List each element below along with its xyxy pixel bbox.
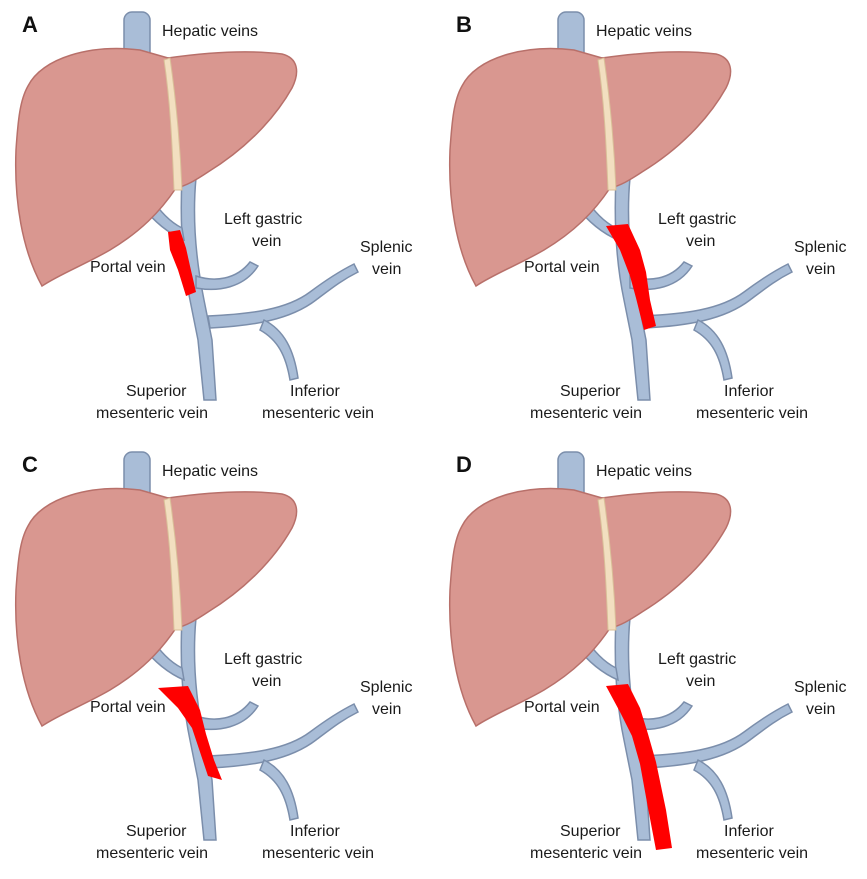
anatomy-diagram [434, 440, 867, 879]
liver-left-lobe [168, 52, 297, 188]
label-hepatic-veins: Hepatic veins [596, 462, 692, 481]
liver-left-lobe [168, 492, 297, 628]
liver-left-lobe [602, 52, 731, 188]
label-superior-mesenteric-1: Superior [560, 382, 620, 401]
label-left-gastric-1: Left gastric [224, 210, 302, 229]
label-hepatic-veins: Hepatic veins [596, 22, 692, 41]
panel-letter: A [22, 12, 38, 38]
label-splenic-2: vein [806, 260, 835, 279]
label-left-gastric-2: vein [686, 672, 715, 691]
label-splenic-1: Splenic [360, 678, 412, 697]
label-portal-vein: Portal vein [524, 258, 600, 277]
left-gastric-vein [196, 262, 258, 289]
label-inferior-mesenteric-1: Inferior [724, 822, 774, 841]
label-superior-mesenteric-1: Superior [126, 382, 186, 401]
label-left-gastric-1: Left gastric [658, 210, 736, 229]
label-inferior-mesenteric-1: Inferior [290, 822, 340, 841]
liver-right-lobe [16, 489, 176, 726]
label-inferior-mesenteric-1: Inferior [724, 382, 774, 401]
label-portal-vein: Portal vein [90, 258, 166, 277]
label-superior-mesenteric-1: Superior [126, 822, 186, 841]
anatomy-diagram [0, 0, 433, 439]
splenic-vein [208, 264, 358, 328]
label-left-gastric-1: Left gastric [224, 650, 302, 669]
label-left-gastric-2: vein [252, 672, 281, 691]
label-splenic-1: Splenic [794, 238, 846, 257]
liver-right-lobe [450, 489, 610, 726]
inferior-mesenteric-vein [694, 320, 732, 380]
label-superior-mesenteric-2: mesenteric vein [96, 404, 208, 423]
label-inferior-mesenteric-1: Inferior [290, 382, 340, 401]
label-splenic-2: vein [372, 700, 401, 719]
anatomy-diagram [434, 0, 867, 439]
label-hepatic-veins: Hepatic veins [162, 22, 258, 41]
label-splenic-2: vein [806, 700, 835, 719]
splenic-vein [642, 264, 792, 328]
label-splenic-1: Splenic [360, 238, 412, 257]
splenic-vein [208, 704, 358, 768]
label-inferior-mesenteric-2: mesenteric vein [262, 404, 374, 423]
label-left-gastric-2: vein [252, 232, 281, 251]
panel-letter: B [456, 12, 472, 38]
label-superior-mesenteric-2: mesenteric vein [96, 844, 208, 863]
label-superior-mesenteric-1: Superior [560, 822, 620, 841]
anatomy-diagram [0, 440, 433, 879]
label-portal-vein: Portal vein [524, 698, 600, 717]
label-superior-mesenteric-2: mesenteric vein [530, 844, 642, 863]
liver-right-lobe [450, 49, 610, 286]
inferior-mesenteric-vein [260, 320, 298, 380]
label-inferior-mesenteric-2: mesenteric vein [696, 844, 808, 863]
label-splenic-2: vein [372, 260, 401, 279]
label-portal-vein: Portal vein [90, 698, 166, 717]
left-gastric-vein [196, 702, 258, 729]
inferior-mesenteric-vein [260, 760, 298, 820]
splenic-vein [642, 704, 792, 768]
liver-left-lobe [602, 492, 731, 628]
inferior-mesenteric-vein [694, 760, 732, 820]
panel-letter: C [22, 452, 38, 478]
label-inferior-mesenteric-2: mesenteric vein [696, 404, 808, 423]
panel-letter: D [456, 452, 472, 478]
label-inferior-mesenteric-2: mesenteric vein [262, 844, 374, 863]
label-left-gastric-2: vein [686, 232, 715, 251]
label-hepatic-veins: Hepatic veins [162, 462, 258, 481]
label-left-gastric-1: Left gastric [658, 650, 736, 669]
label-splenic-1: Splenic [794, 678, 846, 697]
label-superior-mesenteric-2: mesenteric vein [530, 404, 642, 423]
liver-right-lobe [16, 49, 176, 286]
